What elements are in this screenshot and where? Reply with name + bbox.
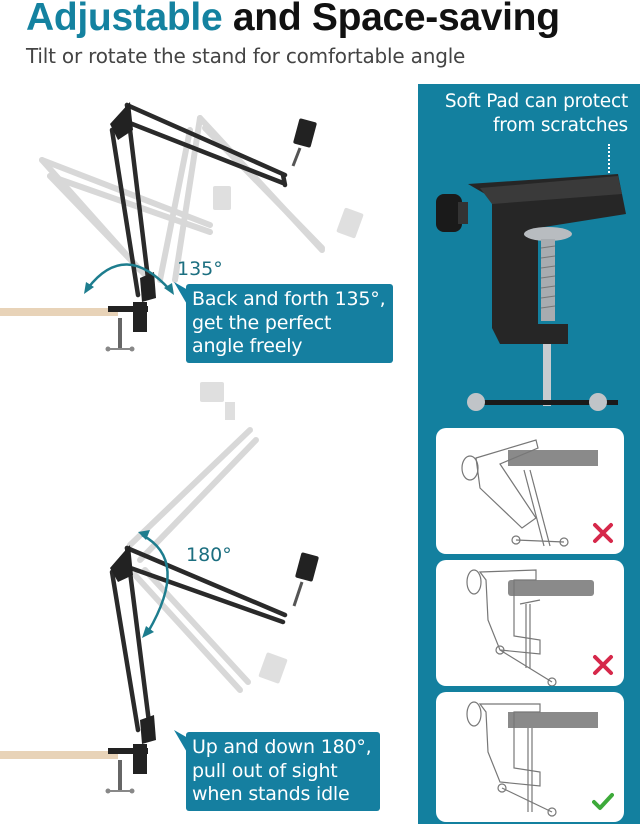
active-arm — [109, 102, 288, 298]
angle-arc-135 — [87, 263, 171, 291]
clamp-diagram-correct — [466, 701, 598, 817]
caption-line: from scratches — [492, 115, 628, 136]
angle-label-135: 135° — [177, 258, 223, 280]
soft-pad-caption: Soft Pad can protect from scratches — [445, 90, 628, 138]
clamp-diagram-tilted — [461, 439, 598, 547]
callout-line: angle freely — [192, 335, 303, 357]
title-accent: Adjustable — [26, 0, 223, 39]
clamp-detail-panel: Soft Pad can protect from scratches — [418, 84, 640, 824]
cross-icon — [593, 655, 613, 675]
pointer-line — [608, 144, 610, 184]
ghost-arms — [39, 115, 364, 283]
callout-back-forth: Back and forth 135°, get the perfect ang… — [174, 281, 394, 363]
title-rest: and Space-saving — [222, 0, 560, 39]
active-arm — [109, 545, 288, 733]
angle-arc-180 — [141, 533, 169, 633]
callout-line: Up and down 180°, — [192, 736, 372, 758]
desk-clamp-photo — [436, 174, 626, 411]
callout-line: when stands idle — [192, 783, 350, 805]
callout-up-down: Up and down 180°, pull out of sight when… — [174, 729, 380, 811]
callout-line: get the perfect — [192, 311, 332, 334]
page-title: Adjustable and Space-saving — [26, 0, 560, 40]
mount-card-correct — [436, 692, 624, 822]
mount-card-wrong-loose — [436, 560, 624, 686]
boom-arm-135-illustration — [0, 102, 364, 352]
mount-card-wrong-tilted — [436, 428, 624, 554]
scene-back-forth — [0, 80, 410, 370]
desk-edge — [0, 308, 118, 316]
check-icon — [592, 793, 614, 810]
clamp-diagram-loose — [466, 569, 594, 686]
scene-up-down — [0, 370, 410, 824]
caption-line: Soft Pad can protect — [444, 91, 628, 112]
boom-arm-180-illustration — [0, 382, 319, 794]
callout-line: Back and forth 135°, — [192, 288, 386, 310]
cross-icon — [593, 523, 613, 543]
angle-label-180: 180° — [186, 544, 232, 566]
ghost-arms — [127, 382, 288, 693]
subtitle: Tilt or rotate the stand for comfortable… — [26, 44, 466, 68]
desk-edge — [0, 751, 118, 759]
callout-line: pull out of sight — [192, 759, 338, 782]
